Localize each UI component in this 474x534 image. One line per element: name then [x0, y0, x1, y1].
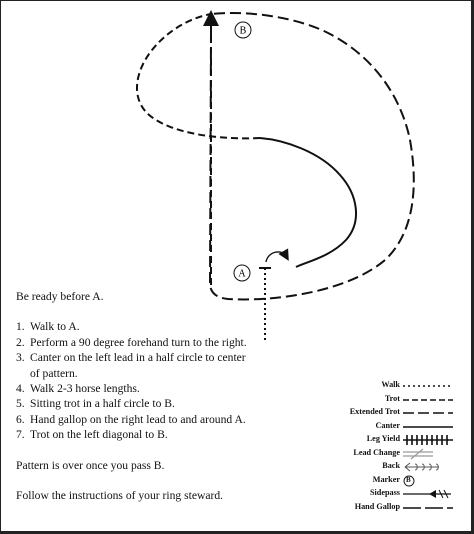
- marker-b: B: [234, 21, 252, 39]
- trot-path: [135, 13, 261, 140]
- legend-back: Back: [318, 461, 458, 475]
- step-item: 6.Hand gallop on the right lead to and a…: [16, 412, 246, 426]
- legend-trot: Trot: [318, 394, 458, 408]
- legend-leg-yield: Leg Yield: [318, 434, 458, 448]
- legend-canter: Canter: [318, 421, 458, 435]
- intro-text: Be ready before A.: [16, 290, 104, 303]
- legend: Walk Trot Extended Trot Canter Leg Yield…: [318, 380, 458, 515]
- marker-a: A: [233, 264, 251, 282]
- back-symbol: [404, 462, 439, 472]
- legend-extended-trot: Extended Trot: [318, 407, 458, 421]
- legend-marker: Marker B: [318, 475, 458, 489]
- lead-change-symbol: [403, 448, 433, 459]
- forehand-turn-arrow: [265, 248, 289, 263]
- end-note: Pattern is over once you pass B.: [16, 458, 165, 472]
- svg-text:A: A: [238, 269, 246, 280]
- step-item: 2.Perform a 90 degree forehand turn to t…: [16, 335, 247, 349]
- step-item: 1.Walk to A.: [16, 320, 80, 334]
- extended-trot-symbol: [403, 412, 453, 414]
- hand-gallop-path: [208, 11, 415, 301]
- walk-symbol: [403, 385, 453, 387]
- step-item: 3.Canter on the left lead in a half circ…: [16, 351, 246, 365]
- step-item: 5.Sitting trot in a half circle to B.: [16, 397, 175, 411]
- step-item: 7.Trot on the left diagonal to B.: [16, 428, 168, 442]
- canter-path: [259, 137, 358, 268]
- legend-walk: Walk: [318, 380, 458, 394]
- marker-symbol: [403, 475, 415, 486]
- sidepass-symbol: [403, 489, 451, 499]
- legend-sidepass: Sidepass: [318, 488, 458, 502]
- marker-symbol-letter: B: [406, 475, 411, 484]
- svg-text:B: B: [240, 26, 247, 37]
- steps-list: 1.Walk to A. 2.Perform a 90 degree foreh…: [16, 319, 316, 442]
- leg-yield-symbol: [403, 435, 453, 445]
- legend-hand-gallop: Hand Gallop: [318, 502, 458, 516]
- legend-lead-change: Lead Change: [318, 448, 458, 462]
- steward-note: Follow the instructions of your ring ste…: [16, 489, 224, 503]
- trot-symbol: [403, 398, 453, 401]
- hand-gallop-symbol: [403, 506, 453, 509]
- step-item: of pattern.: [30, 366, 78, 380]
- instructions-block: Be ready before A. 1.Walk to A. 2.Perfor…: [16, 289, 316, 503]
- canter-symbol: [403, 425, 453, 428]
- step-item: 4.Walk 2-3 horse lengths.: [16, 382, 140, 396]
